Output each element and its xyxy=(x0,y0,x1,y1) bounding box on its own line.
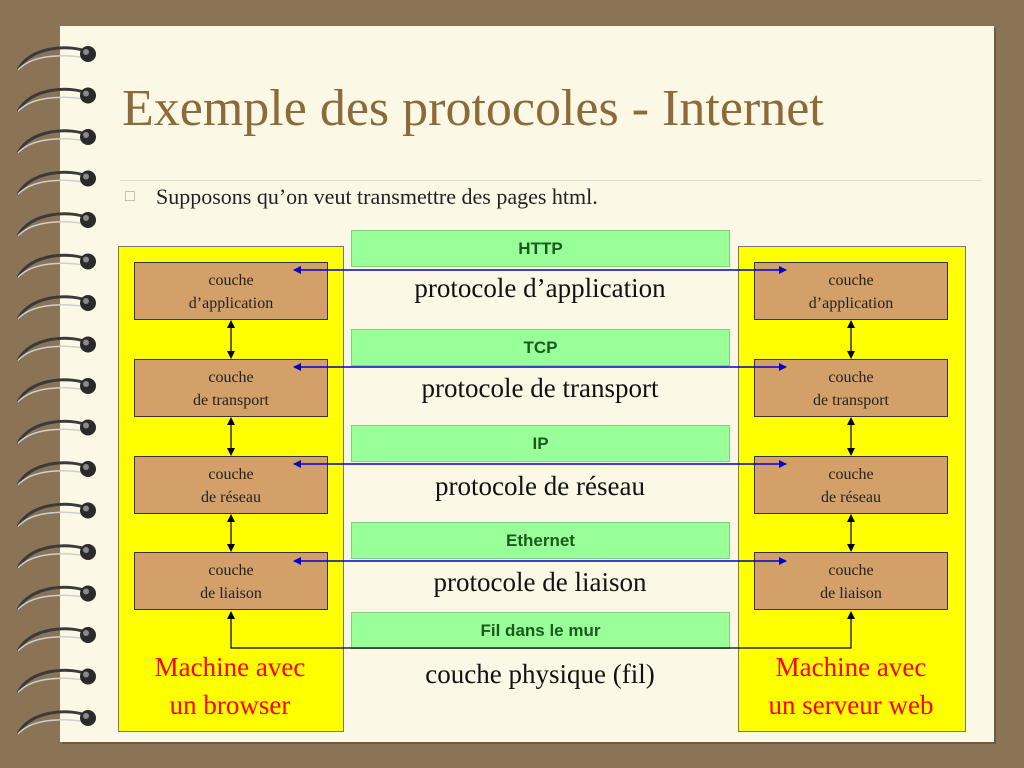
spiral-ring-highlight xyxy=(17,96,87,113)
server-label-line: Machine avec xyxy=(775,652,927,682)
protocol-link-desc: protocole de liaison xyxy=(433,567,647,597)
spiral-ring-highlight xyxy=(17,470,87,486)
layer-label: de transport xyxy=(193,392,269,409)
spiral-hole-shine xyxy=(83,422,89,429)
spiral-ring-highlight xyxy=(17,262,87,279)
layer-label: couche xyxy=(208,562,254,579)
spiral-ring-highlight xyxy=(17,179,87,196)
layer-label: de liaison xyxy=(820,585,882,602)
server-label-line: un serveur web xyxy=(768,690,934,720)
spiral-hole-shine xyxy=(83,173,89,180)
spiral-binding-icon xyxy=(16,46,96,735)
spiral-hole-shine xyxy=(83,381,89,387)
spiral-ring-highlight xyxy=(17,636,87,652)
layer-label: de réseau xyxy=(821,489,881,506)
spiral-hole-shine xyxy=(83,630,89,636)
spiral-hole-shine xyxy=(83,90,89,97)
layer-label: d’application xyxy=(808,295,894,312)
spiral-hole-shine xyxy=(83,49,89,55)
spiral-hole-shine xyxy=(83,132,89,138)
layer-label: couche xyxy=(828,466,874,483)
spiral-ring-highlight xyxy=(17,387,87,403)
client-machine-label: Machine avec un browser xyxy=(118,648,342,724)
layer-label: couche xyxy=(208,272,254,289)
spiral-hole-shine xyxy=(83,464,89,470)
spiral-ring-highlight xyxy=(17,304,87,320)
square-bullet-icon: □ xyxy=(125,188,135,205)
slide-title: Exemple des protocoles - Internet xyxy=(122,80,824,137)
protocol-network-desc: protocole de réseau xyxy=(435,471,645,501)
spiral-ring-highlight xyxy=(17,553,87,569)
protocol-ethernet-bar: Ethernet xyxy=(351,522,730,559)
spiral-ring-highlight xyxy=(17,428,87,445)
physical-wire-path xyxy=(227,611,855,649)
layer-label: de transport xyxy=(813,392,889,409)
server-transport-layer: couche de transport xyxy=(754,359,948,417)
layer-label: couche xyxy=(828,562,874,579)
spiral-ring-highlight xyxy=(17,719,87,735)
layer-label: couche xyxy=(828,369,874,386)
title-divider xyxy=(120,180,982,181)
spiral-ring-highlight xyxy=(17,594,87,611)
spiral-ring-highlight xyxy=(17,138,87,154)
layer-label: de réseau xyxy=(201,489,261,506)
client-application-layer: couche d’application xyxy=(134,262,328,320)
layer-label: de liaison xyxy=(200,585,262,602)
layer-label: couche xyxy=(828,272,874,289)
client-label-line: un browser xyxy=(169,690,291,720)
client-link-layer: couche de liaison xyxy=(134,552,328,610)
spiral-hole-shine xyxy=(83,588,89,595)
spiral-hole-shine xyxy=(83,256,89,263)
layer-label: couche xyxy=(208,466,254,483)
server-application-layer: couche d’application xyxy=(754,262,948,320)
layer-label: couche xyxy=(208,369,254,386)
spiral-ring-highlight xyxy=(17,677,87,694)
protocol-application-desc: protocole d’application xyxy=(414,273,666,303)
spiral-hole-shine xyxy=(83,215,89,221)
spiral-hole-shine xyxy=(83,505,89,512)
spiral-hole-shine xyxy=(83,713,89,719)
spiral-ring-highlight xyxy=(17,511,87,528)
spiral-hole-shine xyxy=(83,547,89,553)
spiral-hole-shine xyxy=(83,298,89,304)
spiral-ring-highlight xyxy=(17,345,87,362)
spiral-ring-highlight xyxy=(17,221,87,237)
spiral-ring-highlight xyxy=(17,55,87,71)
client-label-line: Machine avec xyxy=(154,652,306,682)
intro-text: Supposons qu’on veut transmettre des pag… xyxy=(156,184,598,209)
physical-layer-desc: couche physique (fil) xyxy=(425,659,655,689)
spiral-hole-shine xyxy=(83,671,89,678)
server-machine-label: Machine avec un serveur web xyxy=(738,648,964,724)
protocol-transport-desc: protocole de transport xyxy=(421,373,659,403)
layer-label: d’application xyxy=(188,295,274,312)
spiral-hole-shine xyxy=(83,339,89,346)
